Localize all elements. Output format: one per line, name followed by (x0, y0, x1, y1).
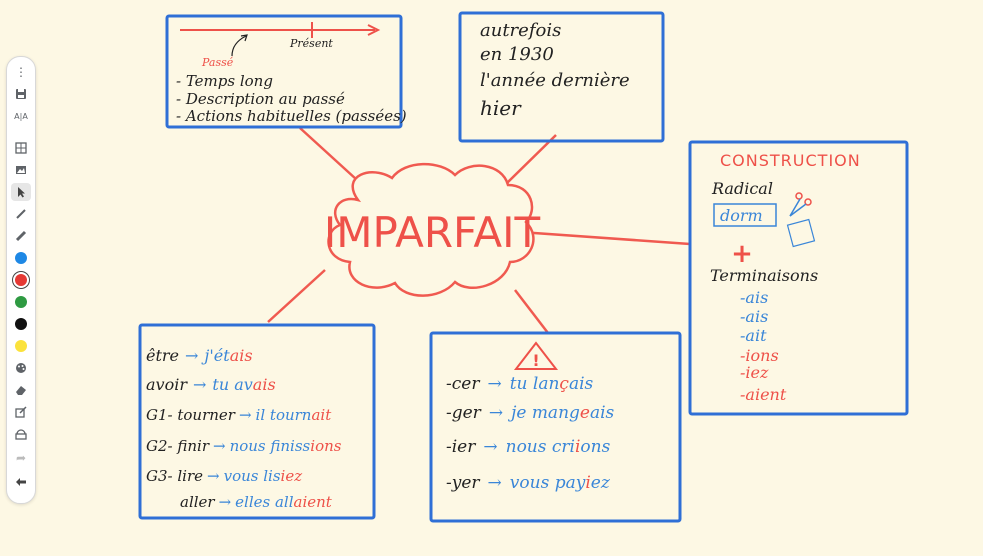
timeline-item: - Description au passé (176, 90, 345, 108)
ending: -ait (740, 326, 767, 345)
construction-title: CONSTRUCTION (720, 151, 861, 170)
undo-icon[interactable] (11, 473, 31, 491)
ruler-icon[interactable] (11, 425, 31, 443)
color-black[interactable] (11, 315, 31, 333)
ending: -aient (740, 385, 787, 404)
verb-row: aller→elles allaient (180, 493, 333, 511)
spelling-row: -cer→tu lançais (446, 374, 594, 394)
color-swatch (15, 296, 27, 308)
color-red[interactable] (11, 271, 31, 289)
color-green[interactable] (11, 293, 31, 311)
color-swatch (15, 274, 27, 286)
time-marker: en 1930 (480, 44, 554, 65)
radical-example: dorm (720, 206, 763, 225)
redo-icon[interactable]: ➦ (15, 451, 27, 465)
text-style-icon[interactable]: A|A (14, 111, 28, 121)
palette-icon[interactable] (11, 359, 31, 377)
color-yellow[interactable] (11, 337, 31, 355)
passe-arrow (231, 35, 247, 57)
timeline-box: Passé Présent - Temps long - Description… (165, 14, 407, 129)
verb-row: G3- lire→vous lisiez (146, 467, 302, 485)
central-cloud: IMPARFAIT (324, 162, 541, 297)
spelling-row: -yer→vous payiez (446, 473, 611, 493)
verb-row: avoir→tu avais (146, 375, 276, 394)
marker-icon[interactable] (11, 227, 31, 245)
spelling-row: -ier→nous criions (446, 437, 611, 457)
color-swatch (15, 340, 27, 352)
endings-label: Terminaisons (710, 266, 818, 285)
ending: -iez (740, 363, 769, 382)
ending: -ions (740, 346, 779, 365)
edit-box-icon[interactable] (11, 403, 31, 421)
passe-label: Passé (201, 56, 234, 69)
select-arrow-icon[interactable] (11, 183, 31, 201)
radical-label: Radical (711, 179, 773, 198)
spelling-row: -ger→je mangeais (446, 403, 615, 423)
warning-icon: ! (513, 341, 559, 370)
radical-frame (713, 203, 777, 227)
timeline-item: - Actions habituelles (passées) (176, 107, 407, 125)
drawing-toolbar: ⋮ A|A ➦ (6, 56, 36, 504)
present-label: Présent (289, 37, 333, 50)
eraser-icon[interactable] (11, 381, 31, 399)
save-icon[interactable] (11, 85, 31, 103)
ending: -ais (740, 288, 768, 307)
construction-box: CONSTRUCTION Radical dorm + Terminaisons… (688, 140, 909, 416)
timeline-item: - Temps long (176, 72, 273, 90)
verb-row: être→j'étais (146, 346, 253, 365)
time-marker: hier (480, 96, 522, 120)
color-blue[interactable] (11, 249, 31, 267)
spelling-box: ! -cer→tu lançais -ger→je mangeais -ier→… (429, 331, 682, 523)
time-marker: l'année dernière (480, 70, 630, 91)
time-marker: autrefois (480, 20, 561, 41)
image-icon[interactable] (11, 161, 31, 179)
more-icon[interactable]: ⋮ (15, 65, 27, 79)
pen-icon[interactable] (11, 205, 31, 223)
plus-sign: + (731, 239, 753, 269)
verb-row: G1- tourner→il tournait (146, 406, 332, 424)
grid-icon[interactable] (11, 139, 31, 157)
verb-row: G2- finir→nous finissions (146, 437, 342, 455)
verbs-box: être→j'étais avoir→tu avais G1- tourner→… (138, 323, 376, 520)
scissors-icon (786, 192, 816, 248)
color-swatch (15, 252, 27, 264)
time-markers-box: autrefois en 1930 l'année dernière hier (458, 11, 665, 143)
center-title: IMPARFAIT (324, 208, 541, 257)
ending: -ais (740, 307, 768, 326)
warning-mark: ! (532, 351, 539, 370)
color-swatch (15, 318, 27, 330)
